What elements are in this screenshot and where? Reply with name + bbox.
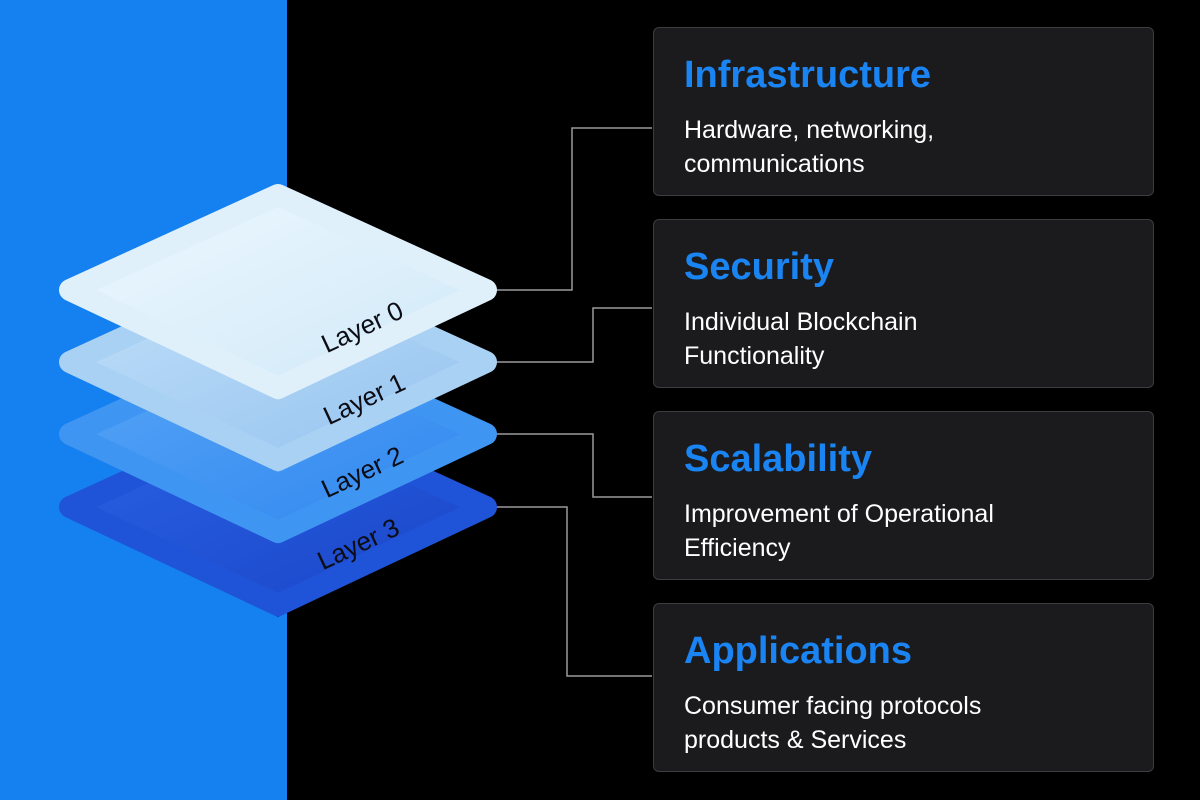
- card-title: Security: [684, 246, 834, 288]
- infrastructure-card: Infrastructure Hardware, networking, com…: [653, 27, 1154, 196]
- layer-0-slab: Layer 0: [59, 184, 497, 400]
- card-description: Individual Blockchain Functionality: [684, 308, 918, 370]
- card-title: Infrastructure: [684, 54, 932, 96]
- scalability-card: Scalability Improvement of Operational E…: [653, 411, 1154, 580]
- card-title: Applications: [684, 630, 913, 672]
- card-title: Scalability: [684, 438, 872, 480]
- card-description: Consumer facing protocols products & Ser…: [684, 692, 982, 754]
- security-card: Security Individual Blockchain Functiona…: [653, 219, 1154, 388]
- applications-card: Applications Consumer facing protocols p…: [653, 603, 1154, 772]
- card-description: Hardware, networking, communications: [684, 116, 935, 178]
- connector-line-scalability: [486, 433, 652, 498]
- connector-line-applications: [486, 506, 652, 677]
- card-description: Improvement of Operational Efficiency: [684, 500, 994, 562]
- connector-line-infrastructure: [486, 127, 652, 291]
- connector-line-security: [486, 307, 652, 363]
